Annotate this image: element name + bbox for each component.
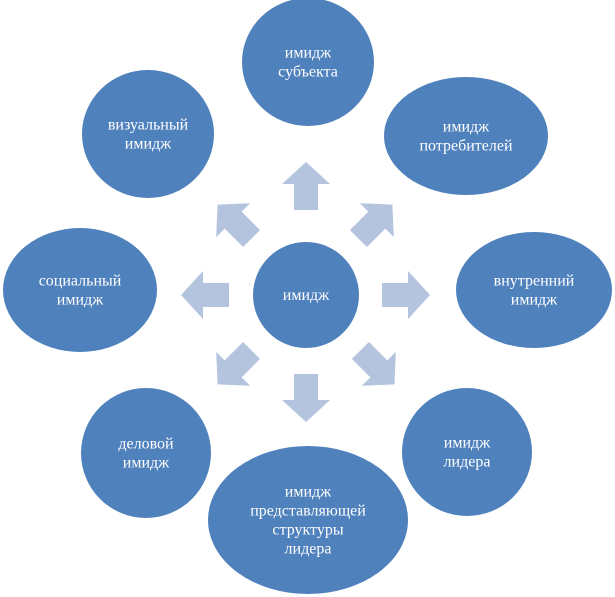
node-business: деловой имидж [81,388,211,518]
node-subject-label-line: имидж [285,45,332,62]
node-social-shape [3,228,157,352]
node-subject-label: имидж субъекта [278,45,338,81]
center-node: имидж [253,242,359,348]
node-internal: внутренний имидж [456,232,612,348]
node-business-label: деловой имидж [118,436,174,472]
center-node-label: имидж [283,287,330,304]
arrow-right-icon [382,271,430,319]
node-consumers: имидж потребителей [384,77,548,195]
arrow-up-icon [282,162,330,210]
node-consumers-label-line: имидж [443,119,490,136]
arrow-down-right-icon [351,341,396,386]
node-visual: визуальный имидж [82,70,214,198]
node-social-label: социальный имидж [39,273,122,309]
node-social-label-line: имидж [57,292,104,309]
node-internal-label-line: имидж [511,292,558,309]
node-visual-label-line: визуальный [108,117,189,134]
node-visual-label-line: имидж [125,136,172,153]
node-internal-shape [456,232,612,348]
node-consumers-shape [384,77,548,195]
node-social-label-line: социальный [39,273,122,290]
arrow-up-right-icon [349,203,394,248]
node-structure-label-line: представляющей [250,503,366,520]
node-structure-label-line: имидж [285,484,332,501]
node-structure-label-line: лидера [285,541,332,558]
node-visual-shape [82,70,214,198]
node-social: социальный имидж [3,228,157,352]
node-leader: имидж лидера [402,388,532,516]
node-leader-label: имидж лидера [444,435,492,471]
node-structure-shape [208,446,408,594]
node-structure: имидж представляющей структуры лидера [208,446,408,594]
node-business-label-line: имидж [123,455,170,472]
center-node-label-line: имидж [283,287,330,304]
node-business-shape [81,388,211,518]
node-structure-label-line: структуры [272,522,343,539]
node-subject-shape [242,0,374,126]
node-internal-label-line: внутренний [494,273,575,290]
center-node-shape [253,242,359,348]
node-subject-label-line: субъекта [278,64,338,81]
node-leader-shape [402,388,532,516]
node-consumers-label: имидж потребителей [419,119,513,155]
node-internal-label: внутренний имидж [494,273,575,309]
node-structure-label: имидж представляющей структуры лидера [250,484,366,558]
node-leader-label-line: имидж [444,435,491,452]
node-business-label-line: деловой [118,436,174,453]
arrow-left-icon [181,271,229,319]
node-visual-label: визуальный имидж [108,117,189,153]
node-consumers-label-line: потребителей [419,138,513,155]
arrow-down-left-icon [216,341,261,386]
node-leader-label-line: лидера [444,454,491,471]
arrow-down-icon [282,374,330,422]
node-subject: имидж субъекта [242,0,374,126]
arrow-up-left-icon [216,203,261,248]
